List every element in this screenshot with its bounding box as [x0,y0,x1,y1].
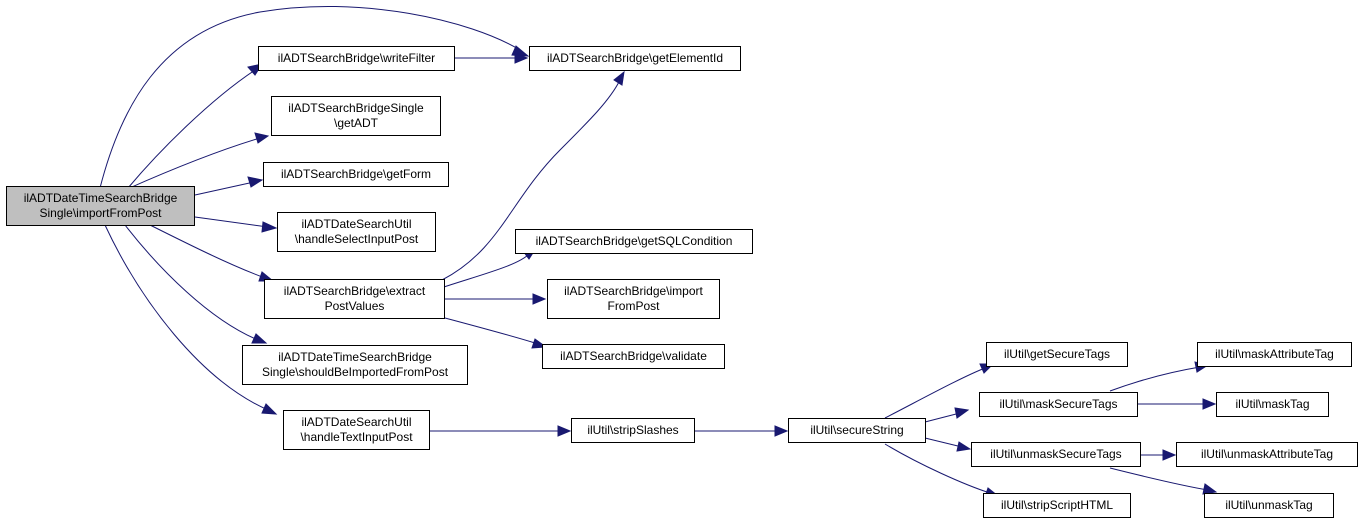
node-root-importfrompost: ilADTDateTimeSearchBridge Single\importF… [6,186,195,226]
edge-root-to-get-adt [124,132,270,191]
node-label: ilADTSearchBridge\getSQLCondition [535,234,733,248]
node-get-adt[interactable]: ilADTSearchBridgeSingle \getADT [271,96,441,136]
node-label-line1: ilADTSearchBridgeSingle [288,101,424,115]
node-mask-tag[interactable]: ilUtil\maskTag [1216,392,1329,417]
node-get-element-id[interactable]: ilADTSearchBridge\getElementId [529,46,741,71]
edge-root-to-should-be-imported [124,224,268,344]
node-unmask-attribute-tag[interactable]: ilUtil\unmaskAttributeTag [1176,442,1358,467]
node-label-line2: \getADT [333,116,378,130]
node-label: ilADTSearchBridge\validate [560,349,707,363]
node-label-line1: ilADTDateTimeSearchBridge [23,191,178,205]
node-label: ilUtil\secureString [810,423,904,437]
node-label-line1: ilADTDateTimeSearchBridge [278,350,432,364]
node-label: ilUtil\maskAttributeTag [1215,347,1334,361]
edge-handle-text-to-strip-slashes [430,425,572,437]
edge-root-to-handle-text [104,224,278,415]
edge-root-to-get-form [194,176,264,196]
node-label: ilUtil\getSecureTags [1003,347,1111,361]
edge-secure-string-to-get-secure-tags [884,363,995,419]
edge-write-filter-to-get-element-id [455,52,529,64]
node-label: ilUtil\unmaskAttributeTag [1200,447,1334,461]
node-label: ilUtil\stripSlashes [587,423,679,437]
node-handle-text[interactable]: ilADTDateSearchUtil \handleTextInputPost [283,410,430,450]
edge-root-to-write-filter [127,63,264,189]
edge-strip-slashes-to-secure-string [695,425,789,437]
node-mask-secure-tags[interactable]: ilUtil\maskSecureTags [979,392,1138,417]
node-label: ilADTSearchBridge\writeFilter [277,51,436,65]
node-label: ilUtil\maskTag [1235,397,1310,411]
edge-secure-string-to-mask-secure-tags [924,407,970,423]
node-label-line2: Single\shouldBeImportedFromPost [261,365,449,379]
node-label-line1: ilADTDateSearchUtil [301,415,412,429]
node-label-line1: ilADTDateSearchUtil [301,217,412,231]
edge-extract-post-values-to-validate [444,317,548,349]
edge-unmask-secure-tags-to-unmask-tag [1109,467,1218,495]
edge-extract-post-values-to-import-from-post [445,293,547,305]
edge-secure-string-to-unmask-secure-tags [924,437,972,452]
node-strip-slashes[interactable]: ilUtil\stripSlashes [571,418,695,443]
node-label-line2: \handleTextInputPost [300,430,413,444]
node-unmask-secure-tags[interactable]: ilUtil\unmaskSecureTags [971,442,1141,467]
edge-root-to-extract-post-values [149,224,275,282]
node-extract-post-values[interactable]: ilADTSearchBridge\extract PostValues [264,279,445,319]
node-get-form[interactable]: ilADTSearchBridge\getForm [263,162,449,187]
node-label: ilADTSearchBridge\getElementId [546,51,724,65]
node-label: ilUtil\unmaskSecureTags [990,447,1122,461]
node-write-filter[interactable]: ilADTSearchBridge\writeFilter [258,46,455,71]
node-unmask-tag[interactable]: ilUtil\unmaskTag [1204,493,1334,518]
node-get-sql-condition[interactable]: ilADTSearchBridge\getSQLCondition [515,229,753,254]
node-label-line2: PostValues [324,299,385,313]
node-label: ilUtil\maskSecureTags [999,397,1118,411]
node-get-secure-tags[interactable]: ilUtil\getSecureTags [986,342,1128,367]
node-label: ilADTSearchBridge\getForm [280,167,432,181]
node-label: ilUtil\unmaskTag [1225,498,1313,512]
node-label: ilUtil\stripScriptHTML [1000,498,1113,512]
node-import-from-post[interactable]: ilADTSearchBridge\import FromPost [547,279,720,319]
edge-extract-post-values-to-get-element-id [441,70,625,281]
node-mask-attribute-tag[interactable]: ilUtil\maskAttributeTag [1197,342,1352,367]
node-label-line2: Single\importFromPost [39,206,162,220]
edge-unmask-secure-tags-to-unmask-attribute-tag [1140,449,1177,461]
node-label-line1: ilADTSearchBridge\extract [283,284,426,298]
node-secure-string[interactable]: ilUtil\secureString [788,418,926,443]
node-label-line2: \handleSelectInputPost [294,232,419,246]
edge-root-to-handle-select [194,216,278,233]
edge-mask-secure-tags-to-mask-tag [1138,398,1217,410]
node-validate[interactable]: ilADTSearchBridge\validate [542,344,725,369]
node-label-line2: FromPost [607,299,660,313]
node-label-line1: ilADTSearchBridge\import [564,284,703,298]
node-should-be-imported[interactable]: ilADTDateTimeSearchBridge Single\shouldB… [242,345,468,385]
node-strip-script-html[interactable]: ilUtil\stripScriptHTML [983,493,1131,518]
node-handle-select[interactable]: ilADTDateSearchUtil \handleSelectInputPo… [277,212,436,252]
